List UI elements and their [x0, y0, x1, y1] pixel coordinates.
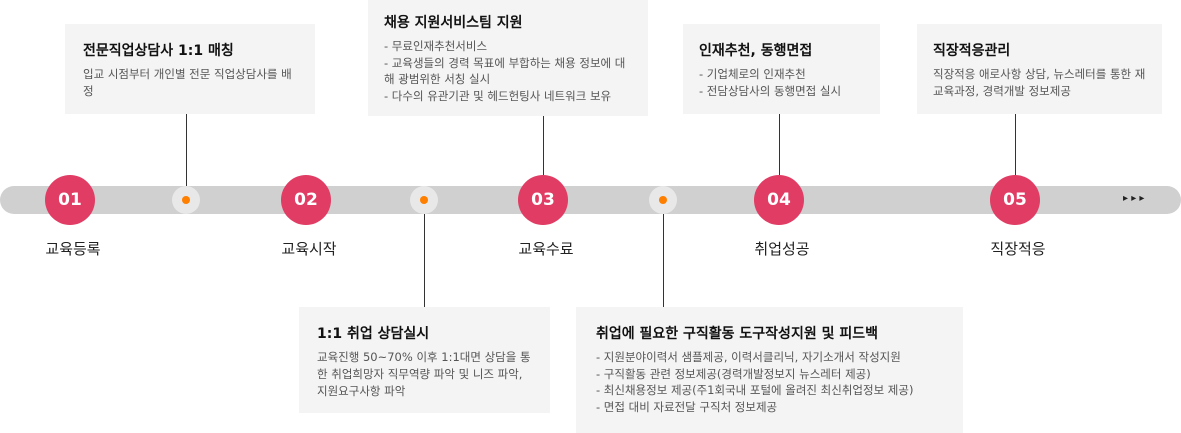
box-title: 직장적응관리 — [933, 43, 1011, 59]
step-01-badge: 01 — [45, 175, 95, 225]
step-03-badge: 03 — [518, 175, 568, 225]
connector-line — [424, 214, 425, 307]
connector-line — [1015, 114, 1016, 175]
box-title: 1:1 취업 상담실시 — [317, 326, 430, 342]
connector-line — [779, 114, 780, 175]
box-title: 전문직업상담사 1:1 매칭 — [83, 43, 234, 59]
step-label: 취업성공 — [754, 240, 810, 258]
info-box-matching: 전문직업상담사 1:1 매칭 입교 시점부터 개인별 전문 직업상담사를 배정 — [65, 24, 315, 114]
box-item: - 전담상담사의 동행면접 실시 — [699, 83, 842, 98]
box-title: 인재추천, 동행면접 — [699, 43, 813, 59]
box-item: - 기업체로의 인재추천 — [699, 67, 806, 81]
step-label: 교육시작 — [281, 240, 337, 258]
info-box-counseling: 1:1 취업 상담실시 교육진행 50~70% 이후 1:1대면 상담을 통한 … — [299, 307, 550, 413]
step-04-badge: 04 — [754, 175, 804, 225]
box-desc: 입교 시점부터 개인별 전문 직업상담사를 배정 — [83, 67, 292, 98]
box-item: - 교육생들의 경력 목표에 부합하는 채용 정보에 대해 광범위한 서칭 실시 — [384, 55, 626, 87]
info-box-adaptation: 직장적응관리 직장적응 애로사항 상담, 뉴스레터를 통한 재교육과정, 경력개… — [917, 24, 1162, 114]
step-label: 교육수료 — [518, 240, 574, 258]
box-item: - 다수의 유관기관 및 헤드헌팅사 네트워크 보유 — [384, 88, 612, 103]
connector-line — [543, 116, 544, 175]
info-box-job-tools: 취업에 필요한 구직활동 도구작성지원 및 피드백 - 지원분야이력서 샘플제공… — [576, 307, 963, 433]
step-02-badge: 02 — [281, 175, 331, 225]
box-item: - 구직활동 관련 정보제공(경력개발정보지 뉴스레터 제공) — [596, 366, 871, 381]
box-desc: 교육진행 50~70% 이후 1:1대면 상담을 통한 취업희망자 직무역량 파… — [317, 350, 531, 398]
box-title: 채용 지원서비스팀 지원 — [384, 15, 523, 31]
substep-dot — [649, 186, 677, 214]
box-item: - 무료인재추천서비스 — [384, 39, 488, 53]
step-05-badge: 05 — [990, 175, 1040, 225]
step-label: 교육등록 — [45, 240, 101, 258]
substep-dot — [410, 186, 438, 214]
info-box-referral: 인재추천, 동행면접 - 기업체로의 인재추천 - 전담상담사의 동행면접 실시 — [683, 24, 880, 114]
box-item: - 지원분야이력서 샘플제공, 이력서클리닉, 자기소개서 작성지원 — [596, 350, 901, 364]
connector-line — [186, 114, 187, 186]
connector-line — [663, 214, 664, 307]
box-title: 취업에 필요한 구직활동 도구작성지원 및 피드백 — [596, 326, 878, 342]
arrow-icons: ▸ ▸ ▸ — [1123, 193, 1145, 204]
box-item: - 최신채용정보 제공(주1회국내 포털에 올려진 최신취업정보 제공) — [596, 383, 914, 397]
box-item: - 면접 대비 자료전달 구직처 정보제공 — [596, 399, 778, 414]
substep-dot — [172, 186, 200, 214]
box-desc: 직장적응 애로사항 상담, 뉴스레터를 통한 재교육과정, 경력개발 정보제공 — [933, 67, 1146, 98]
step-label: 직장적응 — [990, 240, 1046, 258]
info-box-recruit-support: 채용 지원서비스팀 지원 - 무료인재추천서비스 - 교육생들의 경력 목표에 … — [368, 0, 648, 116]
